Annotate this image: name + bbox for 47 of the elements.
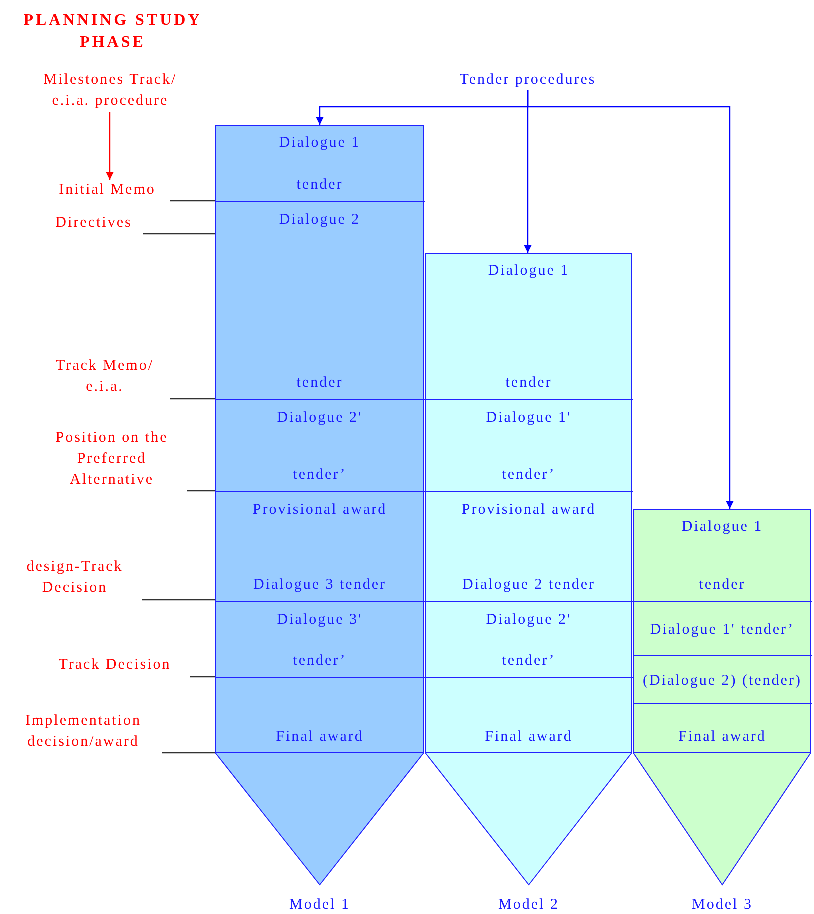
leader-line — [170, 200, 215, 202]
cell-text: Dialogue 1 — [488, 262, 570, 281]
cell-text: Dialogue 1 — [682, 518, 764, 537]
milestone-label: Track Decision — [40, 655, 190, 676]
leader-line — [143, 233, 215, 235]
milestone-heading: Milestones Track/ e.i.a. procedure — [28, 70, 193, 112]
leader-line — [170, 398, 215, 400]
cell-text: Provisional award — [462, 501, 596, 520]
milestone-label: Directives — [45, 213, 143, 234]
leader-line — [162, 752, 215, 754]
cell-text: tender’ — [502, 652, 556, 671]
cell-text: Dialogue 1' tender’ — [650, 620, 795, 640]
leader-line — [190, 676, 215, 678]
cell-text: Final award — [485, 728, 573, 747]
cell-text: tender’ — [293, 652, 347, 671]
leader-line — [187, 490, 215, 492]
model-label: Model 3 — [691, 896, 754, 914]
model-label: Model 1 — [288, 896, 352, 914]
cell-text: (Dialogue 2) (tender) — [643, 672, 802, 690]
cell-text: Dialogue 3' — [277, 611, 363, 630]
cell-text: Dialogue 3 tender — [254, 576, 386, 595]
cell-text: Dialogue 2' — [277, 409, 363, 428]
title: PLANNING STUDY PHASE — [22, 11, 204, 53]
milestone-label: Initial Memo — [45, 180, 170, 201]
cell-text: tender’ — [502, 466, 556, 485]
arrow — [106, 112, 114, 180]
cell-text: tender — [699, 576, 746, 595]
milestone-label: design-Track Decision — [8, 557, 142, 599]
milestone-label: Implementation decision/award — [5, 711, 162, 753]
cell-text: tender — [506, 374, 552, 393]
arrow — [527, 90, 734, 509]
cell-text: Final award — [678, 728, 766, 747]
cell-text: Dialogue 2 tender — [462, 576, 596, 595]
milestone-label: Position on the Preferred Alternative — [37, 428, 187, 491]
cell-text: Dialogue 2 — [279, 211, 361, 230]
heading-label: Tender procedures — [430, 70, 626, 90]
cell-text: Provisional award — [252, 501, 388, 520]
cell-text: Dialogue 1' — [486, 409, 572, 428]
leader-line — [142, 599, 215, 601]
model-label: Model 2 — [498, 896, 560, 914]
cell-text: Final award — [276, 728, 364, 747]
cell-text: tender’ — [293, 466, 347, 485]
cell-text: Dialogue 1 — [279, 134, 361, 153]
cell-text: Dialogue 2' — [486, 611, 572, 630]
cell-text: tender — [296, 374, 344, 393]
cell-text: tender — [296, 176, 344, 195]
milestone-label: Track Memo/ e.i.a. — [40, 356, 170, 398]
